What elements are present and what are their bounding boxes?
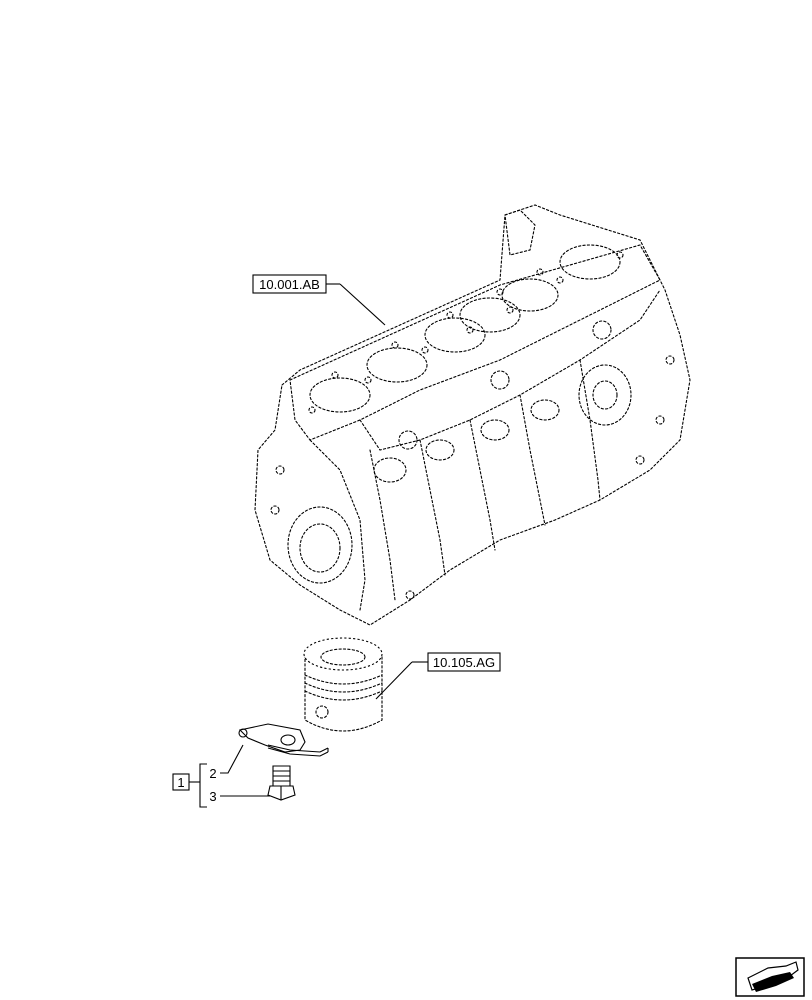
leader-line: [339, 283, 386, 326]
callout-item-3-label: 3: [209, 789, 216, 804]
screw: [267, 765, 296, 801]
callout-item-2-label: 2: [209, 766, 216, 781]
reference-engine-block[interactable]: 10.001.AB: [252, 274, 386, 326]
callout-item-3: 3: [209, 789, 270, 804]
callout-group-label: 1: [177, 775, 184, 790]
piston-illustration: [303, 637, 383, 732]
next-page-arrow-icon[interactable]: [735, 957, 805, 997]
reference-piston-label: 10.105.AG: [433, 655, 495, 670]
engine-block-illustration: [254, 204, 691, 626]
callout-group: 1: [172, 763, 207, 808]
callout-item-2: 2: [209, 744, 244, 781]
reference-piston[interactable]: 10.105.AG: [375, 652, 501, 700]
leader-line: [375, 661, 413, 700]
oil-nozzle-bracket: [238, 723, 329, 757]
reference-engine-block-label: 10.001.AB: [259, 277, 320, 292]
